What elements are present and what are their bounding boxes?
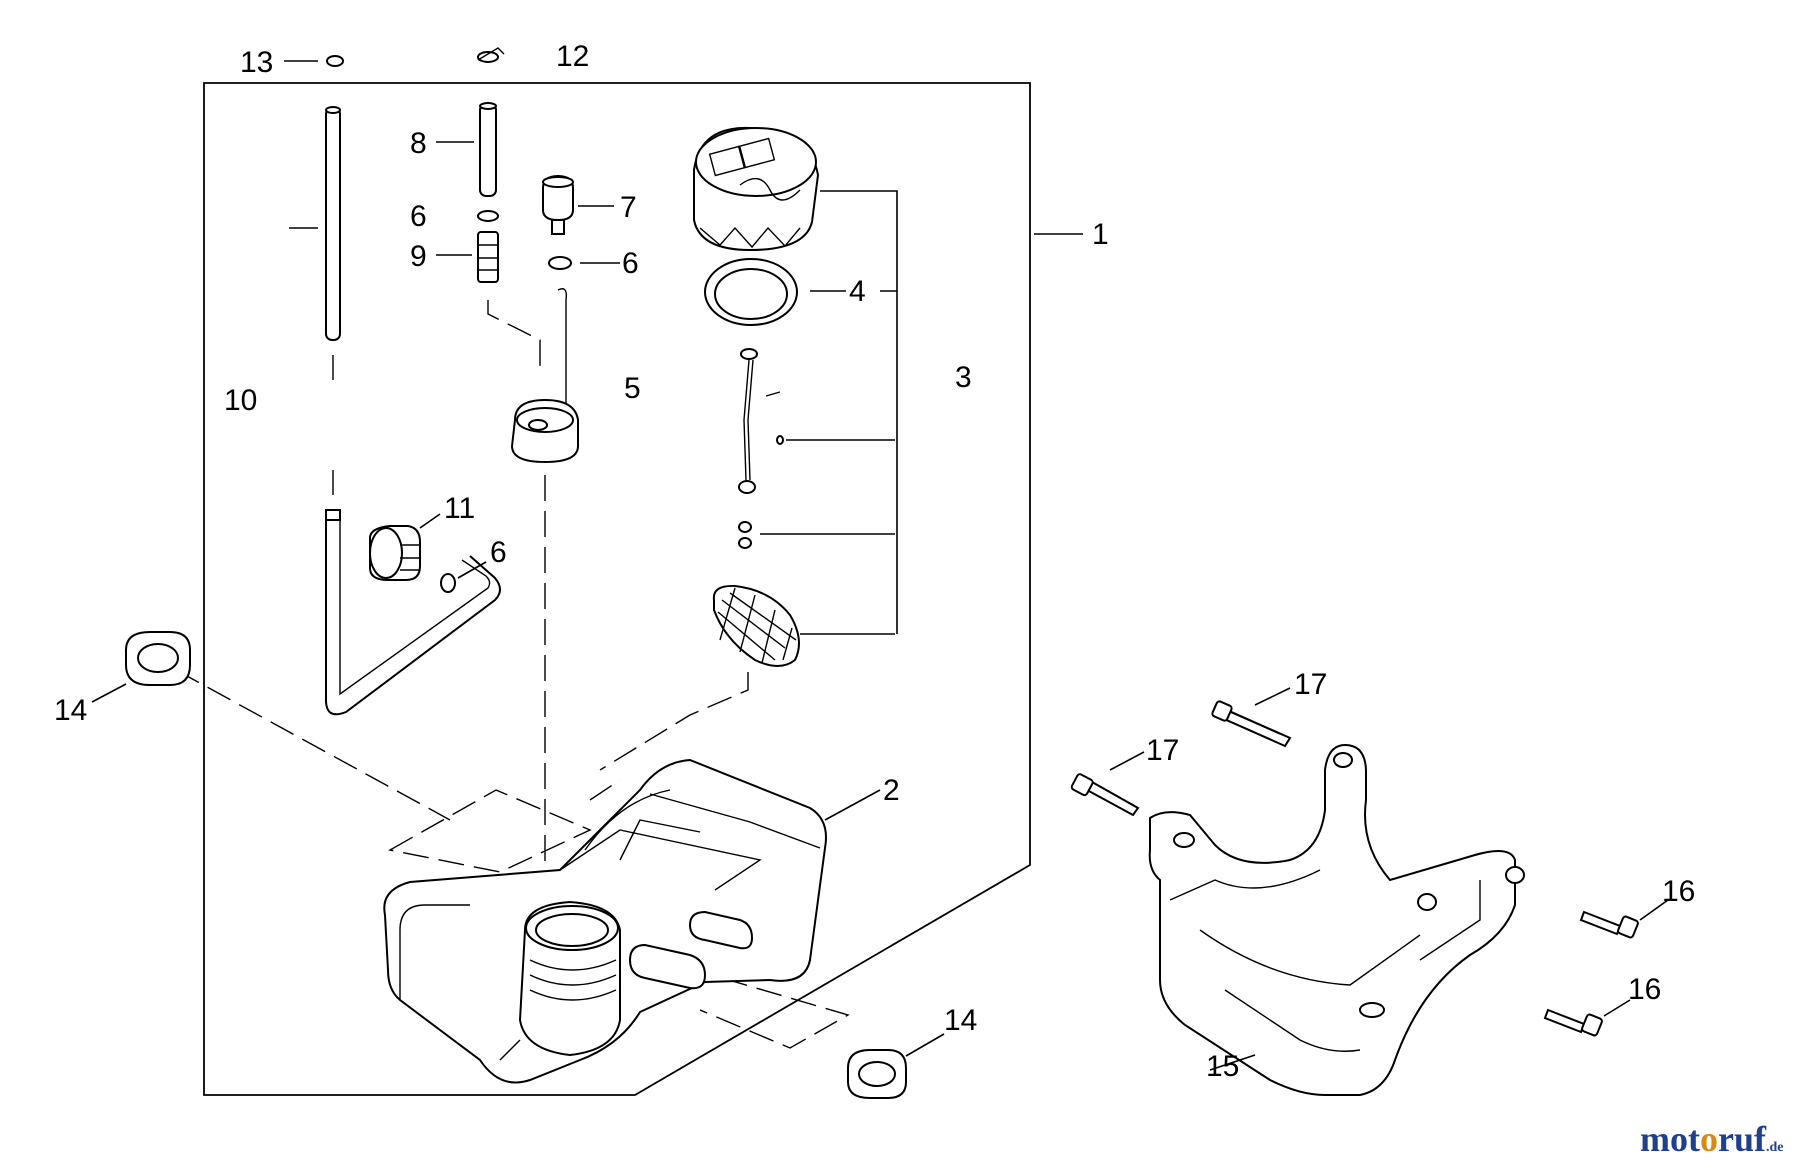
part-4-cap-gasket: [704, 258, 846, 326]
part-13-oring: [284, 55, 344, 67]
part-10-fuel-pipe: [289, 106, 501, 716]
callout-1: 1: [1092, 218, 1109, 251]
part-5-grommet: [510, 288, 579, 920]
part-16-screw-upper: [1579, 899, 1669, 939]
part-6-oring-middle: [548, 256, 620, 270]
part-6-oring-upper: [477, 210, 499, 222]
callout-4: 4: [849, 275, 866, 308]
brand-logo: motoruf.de: [1640, 1119, 1784, 1159]
cap-clips: [738, 521, 895, 549]
callout-11: 11: [444, 492, 475, 525]
part-9-connector: [436, 231, 541, 372]
callout-12: 12: [556, 40, 589, 73]
part-17-screw-upper: [1211, 687, 1292, 748]
callout-2: 2: [883, 774, 900, 807]
part-16-screw-lower: [1543, 999, 1631, 1037]
part-12-clip: [477, 47, 505, 63]
callout-16-lower: 16: [1628, 973, 1661, 1006]
part-8-pipe: [436, 102, 497, 197]
callout-15: 15: [1206, 1050, 1239, 1083]
callout-13: 13: [240, 46, 273, 79]
callout-14-right: 14: [944, 1004, 977, 1037]
callout-6-lower: 6: [490, 536, 507, 569]
callout-9: 9: [410, 240, 427, 273]
callout-16-upper: 16: [1662, 875, 1695, 908]
fuel-strainer: [599, 584, 895, 771]
callout-8: 8: [410, 127, 427, 160]
part-15-tank-guard: [1148, 743, 1525, 1096]
callout-7: 7: [620, 191, 637, 224]
callout-3: 3: [955, 361, 972, 394]
part-14-grommet-right: [847, 1033, 945, 1099]
callout-17-lower: 17: [1146, 734, 1179, 767]
callout-14-left: 14: [54, 694, 87, 727]
part-11-fuel-filter: [369, 513, 441, 581]
cap-tether: [738, 348, 781, 494]
part-3-bracket: [820, 190, 898, 634]
assembly-frame: [203, 82, 1031, 1096]
part-2-fuel-tank: [175, 669, 881, 1084]
cap-screw: [776, 435, 895, 445]
callout-5: 5: [624, 372, 641, 405]
part-6-oring-lower: [440, 561, 487, 593]
callout-10: 10: [224, 384, 257, 417]
callout-6-middle: 6: [622, 247, 639, 280]
callout-6-upper: 6: [410, 200, 427, 233]
callout-17-upper: 17: [1294, 668, 1327, 701]
part-17-screw-lower: [1070, 751, 1145, 817]
part-7-valve: [542, 174, 614, 235]
fuel-cap: [693, 126, 820, 252]
part-14-grommet-left: [91, 631, 191, 703]
